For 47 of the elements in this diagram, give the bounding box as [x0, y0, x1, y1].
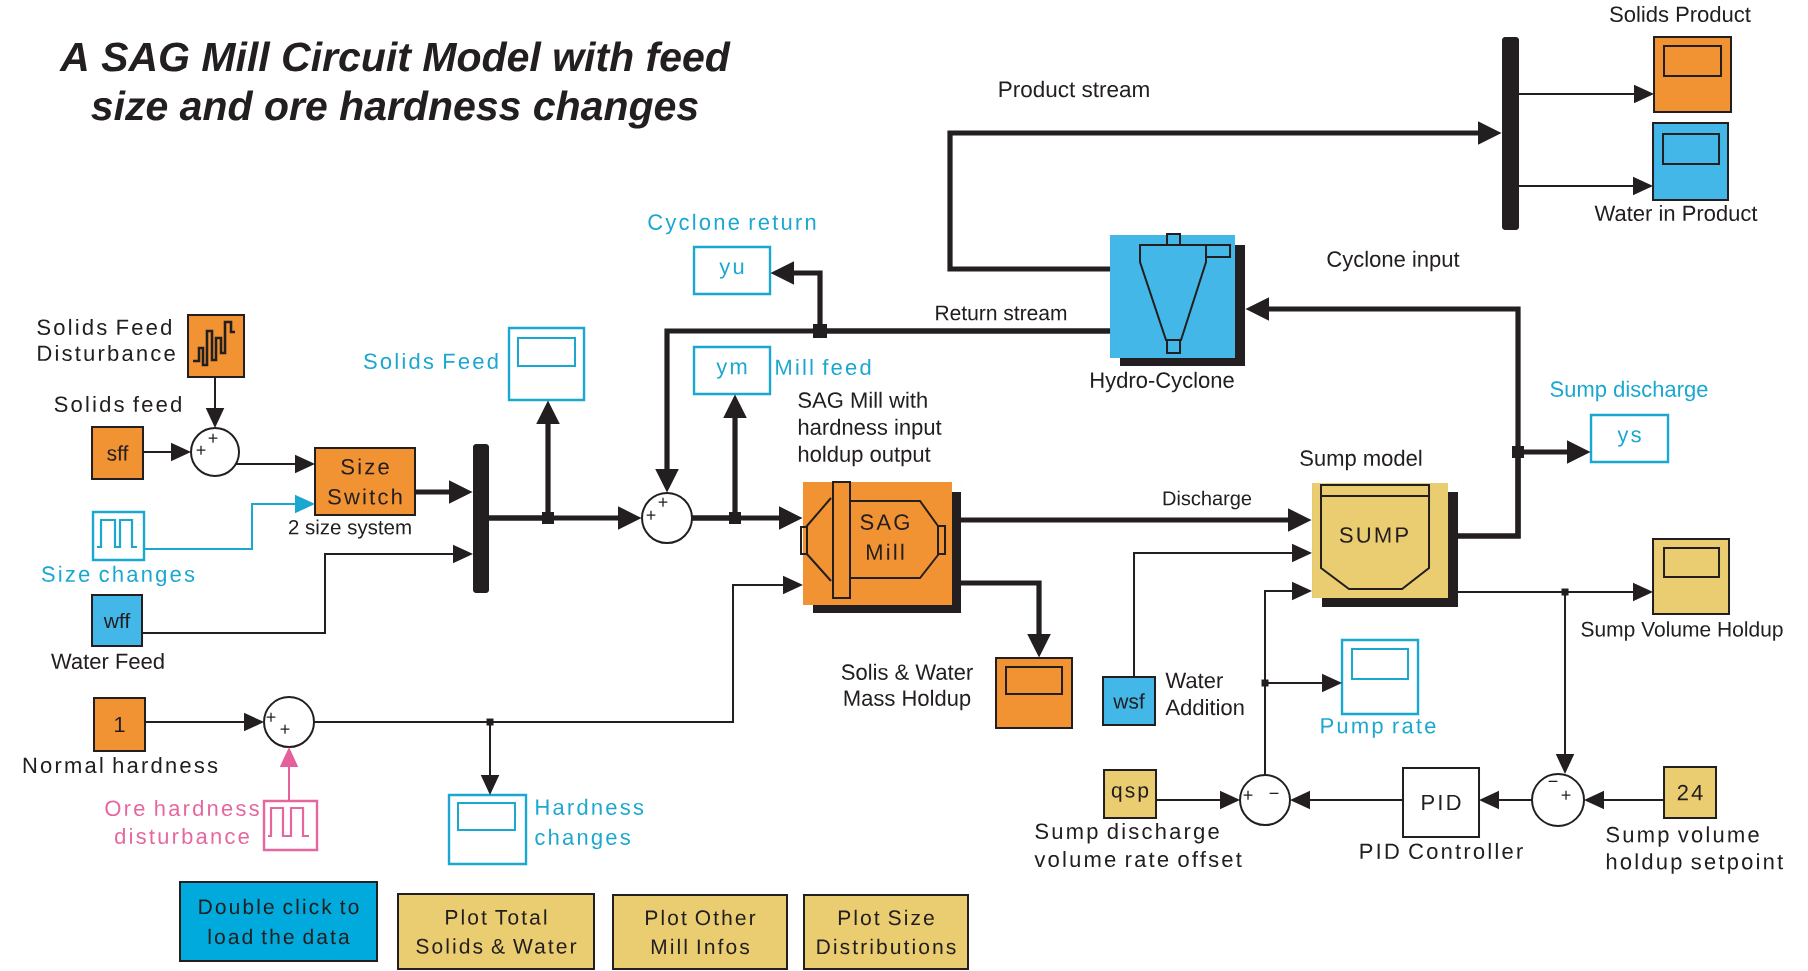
title: A SAG Mill Circuit Model with feed size and ore hardness changes	[59, 41, 731, 129]
sump-block: SUMP	[1312, 483, 1458, 607]
block-label: 2 size system	[288, 519, 411, 539]
block-label: Pump rate	[1321, 718, 1436, 738]
block-label: Sump Volume Holdup	[1581, 621, 1783, 641]
button: Plot Size Distributions	[803, 894, 969, 970]
block-label: Ore hardness disturbance	[105, 799, 259, 845]
button: Plot Other Mill Infos	[612, 894, 788, 970]
block-label: PID Controller	[1360, 842, 1523, 860]
block-label: Water Addition	[1165, 672, 1244, 716]
block-label: SAG Mill with hardness input holdup output	[798, 391, 942, 467]
outport-box: ys	[1589, 413, 1670, 464]
constant-block: sff	[91, 426, 144, 480]
block-label: Solids Feed Disturbance	[37, 318, 175, 362]
block-label: Solids feed	[54, 395, 181, 413]
block-label: Water in Product	[1594, 204, 1758, 222]
constant-block: 24	[1663, 766, 1717, 819]
button: Plot Total Solids & Water	[397, 893, 595, 970]
block-label: Solis & Water Mass Holdup	[841, 663, 973, 711]
subsystem-block: Size Switch	[314, 447, 416, 516]
edge-label: Cyclone input	[1324, 248, 1462, 274]
mill-block: SAG Mill	[800, 481, 961, 613]
block-label: Solids Product	[1610, 5, 1751, 23]
edge-label: Return stream	[932, 303, 1070, 323]
outport-box: yu	[692, 245, 772, 296]
block-label: Sump discharge	[1550, 380, 1708, 402]
button: Double click to load the data	[179, 881, 378, 962]
controller-block: PID	[1402, 767, 1480, 838]
block-label: Cyclone return	[648, 213, 816, 235]
constant-block: 1	[93, 697, 146, 752]
block-label: Hardness changes	[535, 798, 644, 850]
block-label: Sump model	[1300, 449, 1422, 471]
edge-label: Product stream	[995, 78, 1153, 100]
constant-block: wff	[91, 594, 143, 647]
block-label: Normal hardness	[23, 756, 218, 774]
block-label: Size changes	[41, 565, 195, 587]
block-label: Solids Feed	[364, 352, 498, 370]
block-label: Sump discharge volume rate offset	[1034, 822, 1242, 868]
block-label: Mill feed	[776, 358, 871, 376]
block-label: Water Feed	[51, 652, 164, 670]
constant-block: wsf	[1102, 676, 1156, 726]
constant-block: qsp	[1103, 769, 1157, 819]
edge-label: Discharge	[1160, 488, 1255, 512]
outport-box: ym	[692, 345, 772, 396]
block-label: Hydro-Cyclone	[1091, 371, 1234, 393]
mux-bar	[1502, 37, 1519, 230]
block-label: Sump volume holdup setpoint	[1606, 826, 1784, 874]
